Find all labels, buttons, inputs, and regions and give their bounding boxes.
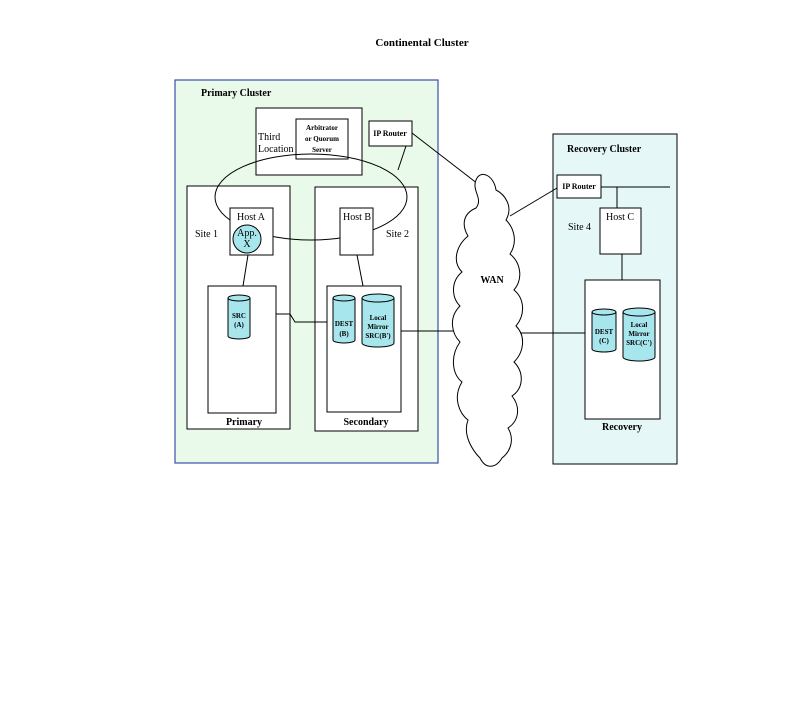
disk-dest-c-line-1: DEST — [595, 328, 614, 336]
wan-label: WAN — [480, 275, 504, 286]
disk-dest-b: DEST (B) — [332, 294, 356, 344]
secondary-footer: Secondary — [344, 417, 389, 428]
primary-ip-router-label: IP Router — [373, 129, 407, 138]
host-b-box — [339, 207, 374, 256]
disk-mirror-b: Local Mirror SRC(B') — [361, 293, 395, 348]
disk-mirror-c: Local Mirror SRC(C') — [622, 307, 656, 362]
primary-footer: Primary — [226, 417, 262, 428]
host-c-label: Host C — [606, 212, 634, 223]
arbitrator-box — [295, 118, 349, 160]
arbitrator-line-3: Server — [312, 146, 332, 154]
disk-mirror-b-line-1: Local — [370, 314, 387, 322]
primary-router-heartbeat-link — [397, 145, 407, 171]
host-a-label: Host A — [237, 212, 266, 223]
disk-mirror-b-line-2: Mirror — [367, 323, 388, 331]
arbitrator-line-2: or Quorum — [305, 135, 339, 143]
host-b-storage-link — [356, 254, 364, 287]
disk-dest-c: DEST (C) — [591, 308, 617, 353]
primary-router-wan-link — [411, 132, 479, 185]
host-b-label: Host B — [343, 212, 371, 223]
wan-cloud — [452, 174, 523, 467]
disk-mirror-c-line-1: Local — [631, 321, 648, 329]
third-location-line-1: Third — [258, 132, 280, 143]
app-x-line-2: X — [243, 239, 251, 250]
replication-link-a-b — [276, 313, 327, 323]
diagram-title: Continental Cluster — [375, 37, 468, 49]
cluster-heartbeat-ellipse — [214, 153, 408, 241]
disk-src-a-line-1: SRC — [232, 312, 246, 320]
wan-recovery-router-link — [509, 187, 558, 217]
disk-mirror-c-line-3: SRC(C') — [626, 339, 652, 347]
disk-dest-b-line-2: (B) — [339, 330, 349, 338]
site2-label: Site 2 — [386, 229, 409, 240]
site1-label: Site 1 — [195, 229, 218, 240]
disk-dest-c-line-2: (C) — [599, 337, 609, 345]
app-x-line-1: App. — [237, 228, 257, 239]
recovery-cluster-label: Recovery Cluster — [567, 144, 642, 155]
recovery-footer: Recovery — [602, 422, 642, 433]
recovery-ip-router-label: IP Router — [562, 182, 596, 191]
disk-mirror-c-line-2: Mirror — [628, 330, 649, 338]
primary-cluster-label: Primary Cluster — [201, 88, 272, 99]
host-c-box — [599, 207, 642, 255]
arbitrator-line-1: Arbitrator — [306, 124, 338, 132]
app-x-circle — [232, 224, 262, 254]
disk-src-a: SRC (A) — [227, 294, 251, 340]
third-location-line-2: Location — [258, 144, 294, 155]
disk-dest-b-line-1: DEST — [335, 320, 354, 328]
disk-mirror-b-line-3: SRC(B') — [365, 332, 391, 340]
host-a-storage-link — [242, 254, 249, 287]
disk-src-a-line-2: (A) — [234, 321, 244, 329]
site4-label: Site 4 — [568, 222, 591, 233]
